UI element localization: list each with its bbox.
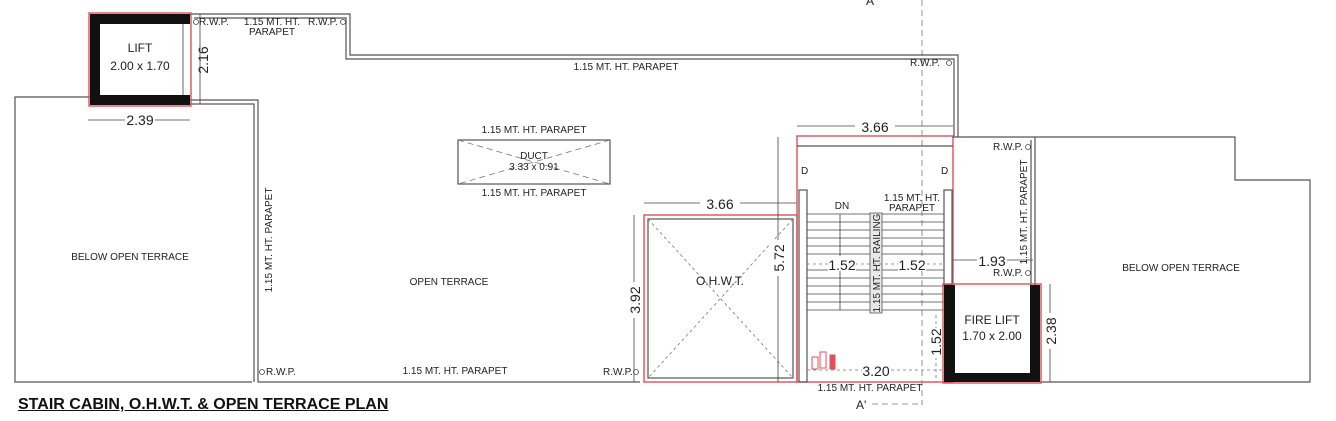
dim-flight-right: 1.52 (898, 257, 925, 273)
below-terrace-left-outline (14, 96, 252, 383)
dim-flight-left: 1.52 (828, 257, 855, 273)
ohwt-tank (647, 218, 794, 379)
dim-stair-w: 3.66 (861, 119, 888, 135)
dim-ohwt-h: 3.92 (627, 286, 643, 313)
svg-text:1.15 MT. HT.: 1.15 MT. HT. (244, 17, 300, 28)
dim-ohwt-w: 3.66 (706, 196, 733, 212)
stair-down-label: DN (835, 201, 849, 212)
svg-text:R.W.P.: R.W.P. (266, 367, 296, 378)
svg-text:R.W.P.: R.W.P. (199, 17, 229, 28)
below-terrace-right-label: BELOW OPEN TERRACE (1122, 263, 1240, 274)
dim-lift-w: 2.39 (126, 112, 153, 128)
fire-lift-label: FIRE LIFT (964, 313, 1020, 327)
drawing-title: STAIR CABIN, O.H.W.T. & OPEN TERRACE PLA… (18, 396, 389, 413)
svg-text:1.15 MT. HT.: 1.15 MT. HT. (884, 193, 940, 204)
dim-fire-lift-h: 2.38 (1043, 317, 1059, 344)
duct-label: DUCT (520, 151, 548, 162)
duct (457, 139, 611, 185)
svg-text:R.W.P.: R.W.P. (910, 58, 940, 69)
lift-walls (90, 14, 190, 105)
svg-text:R.W.P.: R.W.P. (993, 142, 1023, 153)
section-mark-bottom: A' (856, 398, 866, 412)
svg-text:1.15 MT. HT. PARAPET: 1.15 MT. HT. PARAPET (818, 383, 923, 394)
terrace-parapet-left (190, 99, 640, 383)
rwp-labels: R.W.P. R.W.P. R.W.P. R.W.P. R.W.P. R.W.P… (193, 17, 1031, 378)
svg-text:1.15 MT. HT. PARAPET: 1.15 MT. HT. PARAPET (403, 366, 508, 377)
svg-text:1.15 MT. HT. PARAPET: 1.15 MT. HT. PARAPET (574, 62, 679, 73)
lift-size: 2.00 x 1.70 (110, 59, 170, 73)
svg-text:PARAPET: PARAPET (889, 203, 935, 214)
svg-text:R.W.P.: R.W.P. (308, 17, 338, 28)
open-terrace-label: OPEN TERRACE (410, 277, 489, 288)
fire-equipment-icon (811, 351, 836, 370)
dim-lift-h: 2.16 (195, 46, 211, 73)
railing-label: 1.15 MT. HT. RAILING (872, 213, 883, 312)
duct-size: 3.33 x 0.91 (509, 162, 559, 173)
below-terrace-left-label: BELOW OPEN TERRACE (71, 252, 189, 263)
svg-text:R.W.P.: R.W.P. (603, 367, 633, 378)
door-right: D (941, 166, 948, 177)
section-mark-top: A (866, 0, 874, 8)
ohwt-label: O.H.W.T. (696, 274, 744, 288)
dim-right-w: 1.93 (978, 253, 1005, 269)
railing (869, 212, 883, 314)
fire-lift-size: 1.70 x 2.00 (962, 329, 1022, 343)
below-terrace-right-outline (952, 136, 1311, 383)
terrace-parapet-top (190, 13, 959, 137)
svg-text:R.W.P.: R.W.P. (993, 268, 1023, 279)
dim-landing-w: 3.20 (862, 363, 889, 379)
dim-stair-h: 5.72 (771, 244, 787, 271)
door-left: D (801, 166, 808, 177)
svg-text:1.15 MT. HT. PARAPET: 1.15 MT. HT. PARAPET (482, 125, 587, 136)
svg-text:1.15 MT. HT. PARAPET: 1.15 MT. HT. PARAPET (264, 188, 275, 293)
lift-label: LIFT (128, 41, 153, 55)
parapet-labels: 1.15 MT. HT. PARAPET 1.15 MT. HT. PARAPE… (244, 17, 1030, 394)
svg-text:1.15 MT. HT. PARAPET: 1.15 MT. HT. PARAPET (482, 188, 587, 199)
svg-text:1.15 MT. HT. PARAPET: 1.15 MT. HT. PARAPET (1019, 160, 1030, 265)
svg-text:PARAPET: PARAPET (249, 27, 295, 38)
dim-landing-h: 1.52 (928, 328, 944, 355)
fire-lift-walls (944, 285, 1040, 382)
